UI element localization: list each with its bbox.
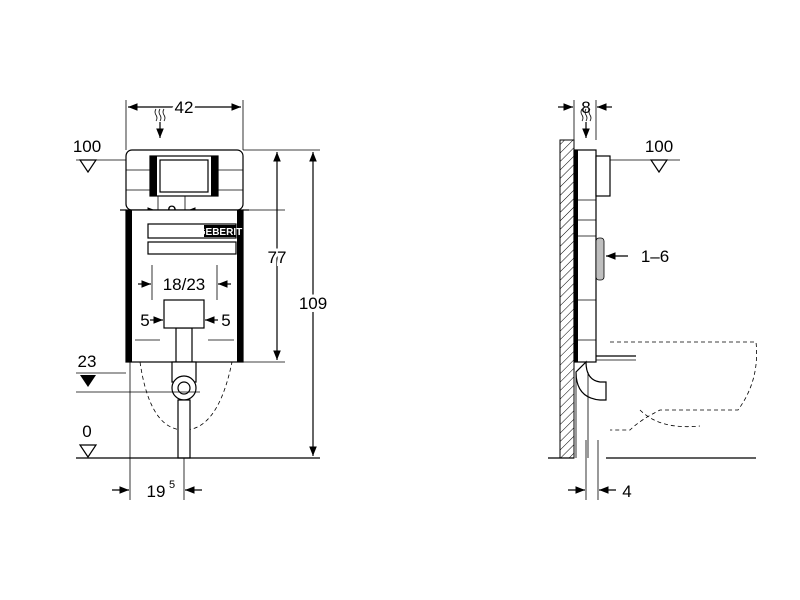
drain-offset-sup: 5 — [169, 479, 175, 491]
side-view: 8 100 1–6 — [548, 98, 757, 501]
adjust-label: 1–6 — [641, 247, 669, 266]
water-inlet-icon-side — [580, 108, 592, 138]
level-100-marker-side: 100 — [610, 137, 680, 174]
side-level-100-label: 100 — [645, 137, 673, 156]
left-offset-label: 5 — [140, 311, 149, 330]
level-23-marker: 23 — [76, 352, 126, 387]
front-view: 42 100 9 — [73, 95, 330, 501]
brand-logo: GEBERIT — [198, 227, 242, 238]
level-0-label: 0 — [82, 422, 91, 441]
water-inlet-icon — [154, 108, 166, 138]
depth-label: 8 — [581, 98, 590, 117]
right-offset-label: 5 — [221, 311, 230, 330]
level-0-marker: 0 — [76, 422, 320, 459]
pipe-spacing-label: 18/23 — [163, 275, 206, 294]
level-100-marker: 100 — [73, 137, 126, 174]
height-77-label: 77 — [268, 248, 287, 267]
level-100-label: 100 — [73, 137, 101, 156]
bottom-label: 4 — [622, 482, 631, 501]
level-23-label: 23 — [78, 352, 97, 371]
drain-offset-label: 19 — [147, 482, 166, 501]
height-109-label: 109 — [299, 294, 327, 313]
width-label: 42 — [175, 98, 194, 117]
